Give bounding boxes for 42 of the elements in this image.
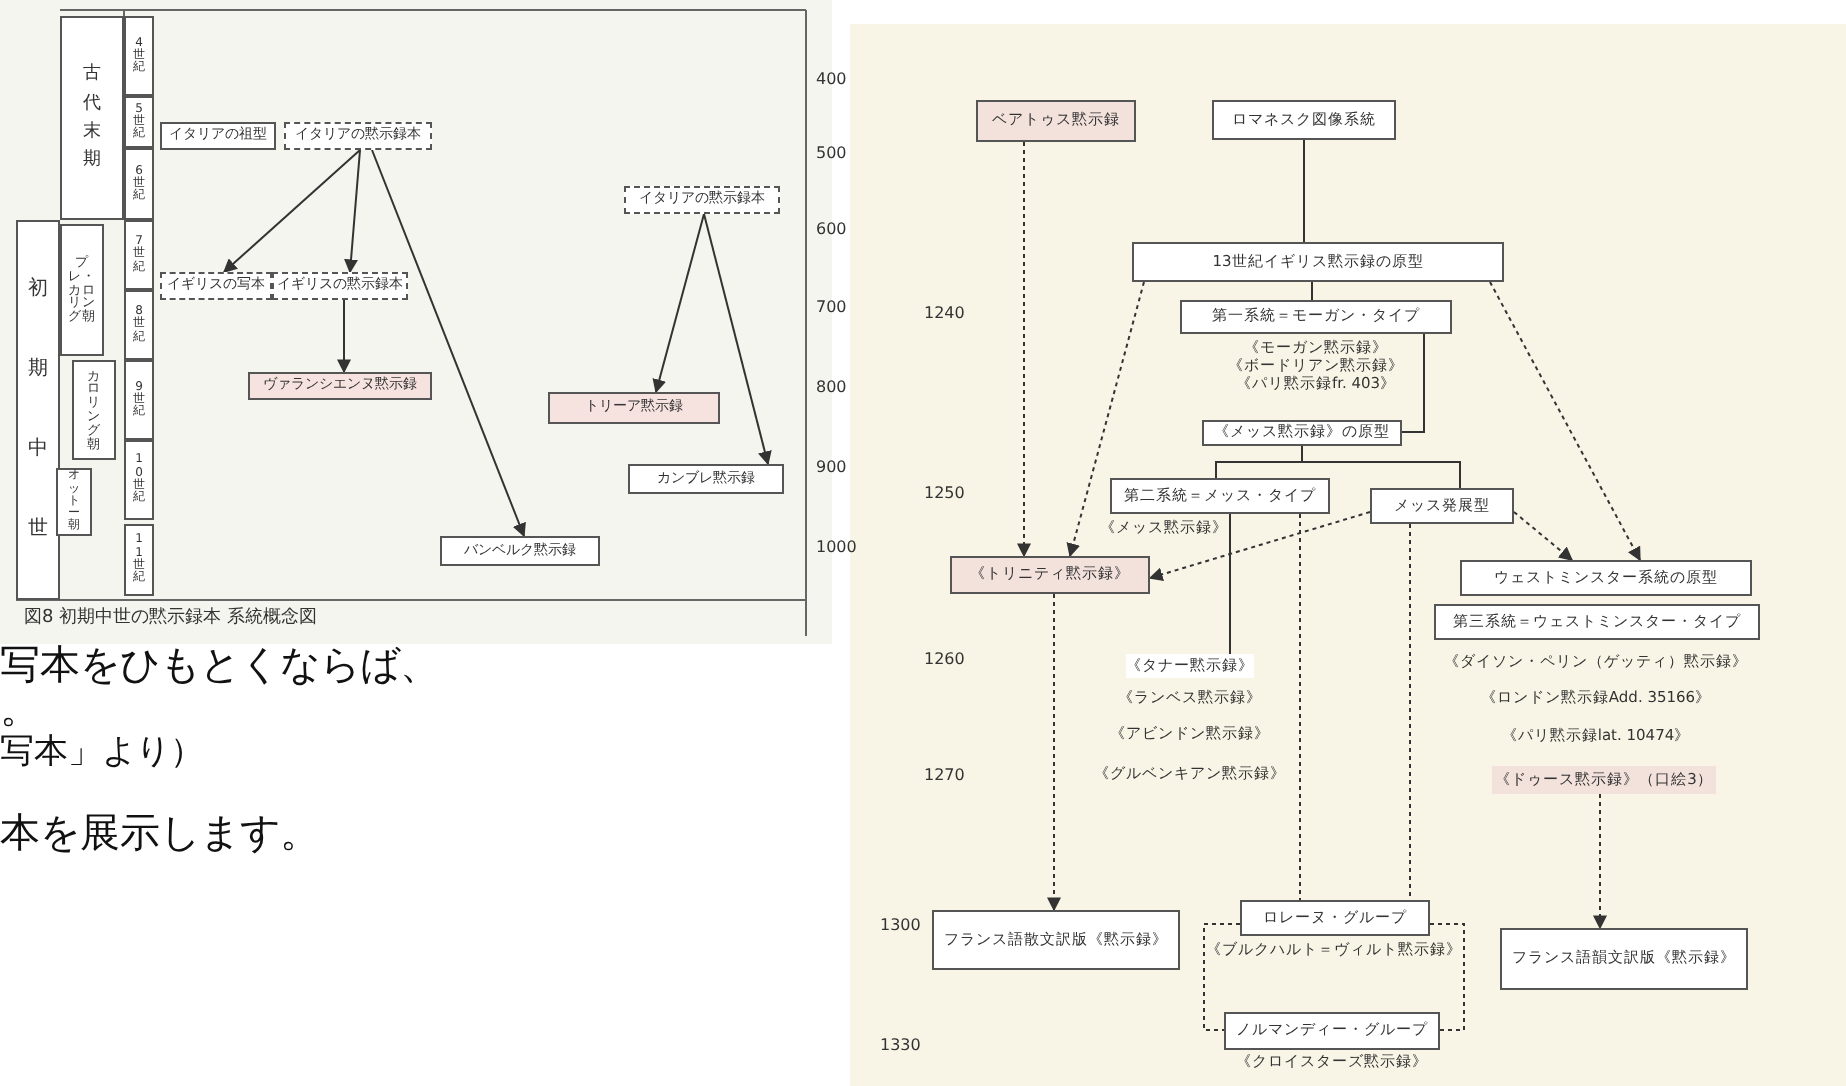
year-label: 800 — [816, 380, 847, 398]
connector-line — [1303, 139, 1305, 243]
connector-line — [1409, 523, 1411, 901]
body-text: 。 — [0, 686, 40, 730]
arrow — [1148, 511, 1371, 582]
year-label: 1240 — [924, 306, 965, 324]
arrow — [371, 149, 526, 538]
arrow — [703, 213, 772, 466]
period-band: 古代末期 — [60, 16, 124, 220]
body-text: 写本をひもとくならば、 — [0, 642, 440, 686]
connector-line — [1203, 923, 1241, 1031]
arrow — [337, 299, 351, 374]
year-label: 600 — [816, 222, 847, 240]
arrow — [1047, 593, 1061, 912]
connector-line — [1301, 445, 1461, 489]
arrow — [1513, 511, 1574, 561]
period-band: 初期中世 — [16, 220, 60, 600]
year-label: 1260 — [924, 652, 965, 670]
year-label: 1250 — [924, 486, 965, 504]
figure-caption: 図8 初期中世の黙示録本 系統概念図 — [24, 610, 317, 630]
connector-line — [1229, 513, 1231, 655]
connector-line — [1429, 923, 1465, 1031]
year-label: 400 — [816, 72, 847, 90]
arrow — [344, 149, 361, 274]
arrow — [652, 213, 705, 394]
connector-line — [1299, 513, 1301, 901]
year-label: 900 — [816, 460, 847, 478]
body-text: 本を展示します。 — [0, 810, 320, 854]
year-label: 700 — [816, 300, 847, 318]
year-label: 1300 — [880, 918, 921, 936]
year-label: 1330 — [880, 1038, 921, 1056]
arrow — [222, 149, 361, 273]
arrow — [1489, 281, 1641, 562]
year-label: 500 — [816, 146, 847, 164]
body-text: 写本」より） — [0, 734, 204, 772]
year-label: 1270 — [924, 768, 965, 786]
connector-line — [1311, 281, 1313, 301]
arrow — [1593, 793, 1607, 930]
connector-line — [1401, 333, 1425, 433]
arrow — [1066, 281, 1145, 558]
arrow — [1017, 141, 1031, 558]
year-label: 1000 — [816, 540, 857, 558]
